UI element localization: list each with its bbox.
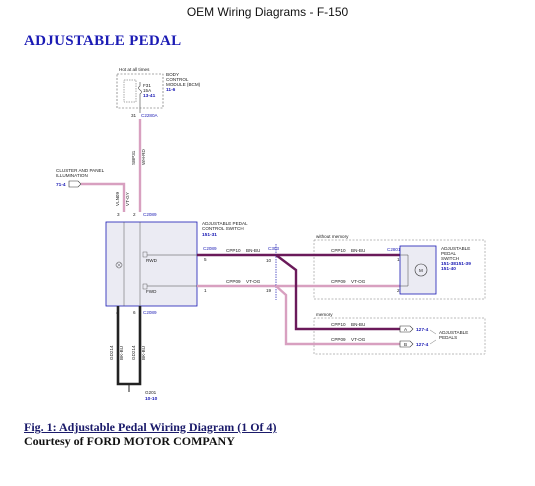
ground-name: G201 [145, 390, 157, 395]
ground-ref: 10-10 [145, 396, 158, 402]
fuse-ref: 13-41 [143, 93, 156, 99]
fwd-label: FWD [146, 289, 157, 294]
splice-pin-10: 10 [266, 258, 272, 263]
cluster-label-1: CLUSTER AND PANEL [56, 168, 105, 173]
switch-connector-bottom: C2089 [143, 310, 157, 315]
ground-wires [116, 306, 142, 386]
figure-caption[interactable]: Fig. 1: Adjustable Pedal Wiring Diagram … [24, 420, 277, 434]
fwd-circuit: CPP09 [226, 279, 241, 284]
feed-circuit: SBP31 [131, 150, 136, 165]
rwd-color: BN-BU [246, 248, 260, 253]
connector-b-icon [399, 340, 414, 348]
mem-rwd-circuit: CPP10 [331, 322, 346, 327]
nomem-pin-2: 2 [397, 288, 400, 293]
bcm-label-2: CONTROL [166, 77, 189, 82]
pedal-switch-box [399, 245, 437, 295]
switch-pin-3: 3 [117, 212, 120, 217]
memory-box [313, 317, 486, 355]
connector-b-label: B [404, 342, 407, 347]
switch-ref: 151-31 [202, 232, 217, 238]
splice-pin-19: 19 [266, 288, 272, 293]
switch-label-2: CONTROL SWITCH [202, 226, 244, 231]
mem-fwd-color: VT-OG [351, 337, 366, 342]
ground-wire-2-circuit: GD214 [131, 345, 136, 360]
illum-circuit: VLN09 [115, 192, 120, 206]
nomem-rwd-circuit: CPP10 [331, 248, 346, 253]
pedal-switch-ref-1: 151-38151-39 [441, 261, 471, 267]
fuse-icon [138, 82, 142, 101]
mem-rwd-color: BN-BU [351, 322, 365, 327]
bcm-label-1: BODY [166, 72, 179, 77]
mem-fwd-circuit: CPP09 [331, 337, 346, 342]
ground-wire-1-circuit: GD214 [109, 345, 114, 360]
nomem-pin-1: 1 [397, 257, 400, 262]
fuse-box [123, 79, 137, 103]
courtesy-line: Courtesy of FORD MOTOR COMPANY [24, 434, 235, 448]
rwd-wire-mem [275, 254, 400, 331]
ground-wire-2-color: BK-BU [141, 346, 146, 360]
splice-connector: C303 [268, 246, 279, 251]
memory-pedals-label-2: PEDALS [439, 335, 457, 340]
illum-wire [81, 182, 126, 212]
switch-pin-1: 1 [204, 288, 207, 293]
rwd-label: RWD [146, 258, 158, 263]
connector-b-ref: 127-4 [416, 342, 429, 348]
cluster-ref: 71-4 [56, 182, 66, 188]
bcm-pin: 31 [131, 113, 137, 118]
fuse-amps: 15A [143, 88, 152, 93]
connector-a-label: A [404, 327, 408, 332]
connector-a-ref: 127-4 [416, 327, 429, 333]
pedal-switch-label-3: SWITCH [441, 256, 459, 261]
nomem-fwd-color: VT-OG [351, 279, 366, 284]
nomem-connector: C2801 [387, 247, 401, 252]
without-memory-label: without memory [316, 234, 349, 239]
rwd-circuit: CPP10 [226, 248, 241, 253]
nomem-rwd-color: BN-BU [351, 248, 365, 253]
fwd-wire-mem [275, 285, 400, 346]
bcm-label-3: MODULE (BCM) [166, 82, 201, 87]
switch-pin-5: 5 [204, 257, 207, 262]
lamp-icon [115, 261, 123, 269]
page-title: ADJUSTABLE PEDAL [24, 33, 182, 49]
bcm-connector: C2280A [141, 113, 159, 118]
connector-a-icon [399, 325, 414, 333]
switch-box [105, 221, 198, 307]
page-header: OEM Wiring Diagrams - F-150 [186, 5, 349, 19]
switch-pin-6: 6 [133, 310, 136, 315]
without-memory-box [313, 239, 486, 300]
memory-pedals-label-1: ADJUSTABLE [439, 330, 468, 335]
bcm-ref: 11-6 [166, 87, 176, 93]
switch-connector-top: C2089 [143, 212, 157, 217]
switch-pin-2: 2 [133, 212, 136, 217]
pedal-switch-label-1: ADJUSTABLE [441, 246, 470, 251]
nomem-fwd-circuit: CPP09 [331, 279, 346, 284]
motor-icon [414, 263, 428, 277]
fuse-name: F31 [143, 83, 151, 88]
pedal-switch-ref-2: 151-40 [441, 266, 456, 272]
cluster-label-2: ILLUMINATION [56, 173, 88, 178]
switch-label-1: ADJUSTABLE PEDAL [202, 221, 248, 226]
cluster-arrow-icon [68, 180, 82, 188]
memory-label: memory [316, 312, 333, 317]
feed-color: WH-RD [141, 148, 146, 165]
pedal-switch-label-2: PEDAL [441, 251, 457, 256]
hot-at-all-times-label: Hot at all times [119, 67, 150, 72]
illum-color: VT-GY [125, 192, 130, 206]
ground-wire-1-color: BK-BU [119, 346, 124, 360]
switch-out-connector: C2089 [203, 246, 217, 251]
motor-label: M [419, 268, 423, 273]
fwd-color: VT-OG [246, 279, 261, 284]
